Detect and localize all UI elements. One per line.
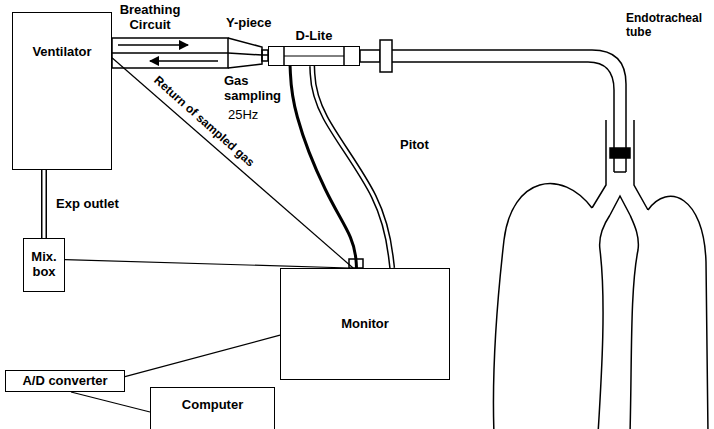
analog-signal-line xyxy=(125,335,280,376)
tube-flange xyxy=(380,40,392,72)
trachea-wall xyxy=(634,120,648,210)
mix-box: Mix. box xyxy=(23,238,65,292)
expiratory-flow-arrow xyxy=(150,60,218,62)
box-label: Ventilator xyxy=(32,45,91,60)
tube-bore xyxy=(43,170,46,238)
inspiratory-flow-arrow xyxy=(118,44,188,46)
part-label: Y-piece xyxy=(226,16,272,31)
tube-connector xyxy=(360,50,380,62)
box-label: Computer xyxy=(182,398,243,413)
tube-tip xyxy=(614,171,626,173)
endotracheal-tube xyxy=(392,50,626,172)
part-label: Breathing Circuit xyxy=(114,3,186,33)
circuit-divider xyxy=(112,53,268,55)
computer-box: Computer xyxy=(150,387,275,429)
part-label: D-Lite xyxy=(294,29,335,44)
left-lung xyxy=(493,184,610,429)
carina xyxy=(610,196,630,215)
right-lung xyxy=(630,196,708,429)
d-lite-sensor: D-Lite xyxy=(268,46,360,66)
sampling-rate: 25Hz xyxy=(228,108,258,123)
trachea-wall xyxy=(592,120,606,208)
line-label: Gas sampling xyxy=(222,74,286,104)
pitot-tubes xyxy=(312,66,392,268)
data-cable xyxy=(71,392,150,412)
tube-cuff xyxy=(610,148,630,158)
exhaust-hose xyxy=(41,170,47,238)
part-label: Endotracheal tube xyxy=(626,12,708,40)
mix-signal-line xyxy=(65,260,350,268)
box-label: A/D converter xyxy=(22,374,107,389)
ad-converter-box: A/D converter xyxy=(5,370,125,392)
line-label: Pitot xyxy=(398,138,431,153)
endotracheal-tube xyxy=(392,62,614,172)
ventilator-box: Ventilator xyxy=(12,12,112,170)
gas-sampling-line xyxy=(290,66,356,268)
box-label: Monitor xyxy=(341,317,389,332)
box-label: Mix. box xyxy=(26,250,62,280)
hose-label: Exp outlet xyxy=(54,197,121,212)
d-lite-bore xyxy=(284,56,344,57)
tube-bore xyxy=(312,66,392,268)
monitor-box: Monitor xyxy=(280,268,450,380)
